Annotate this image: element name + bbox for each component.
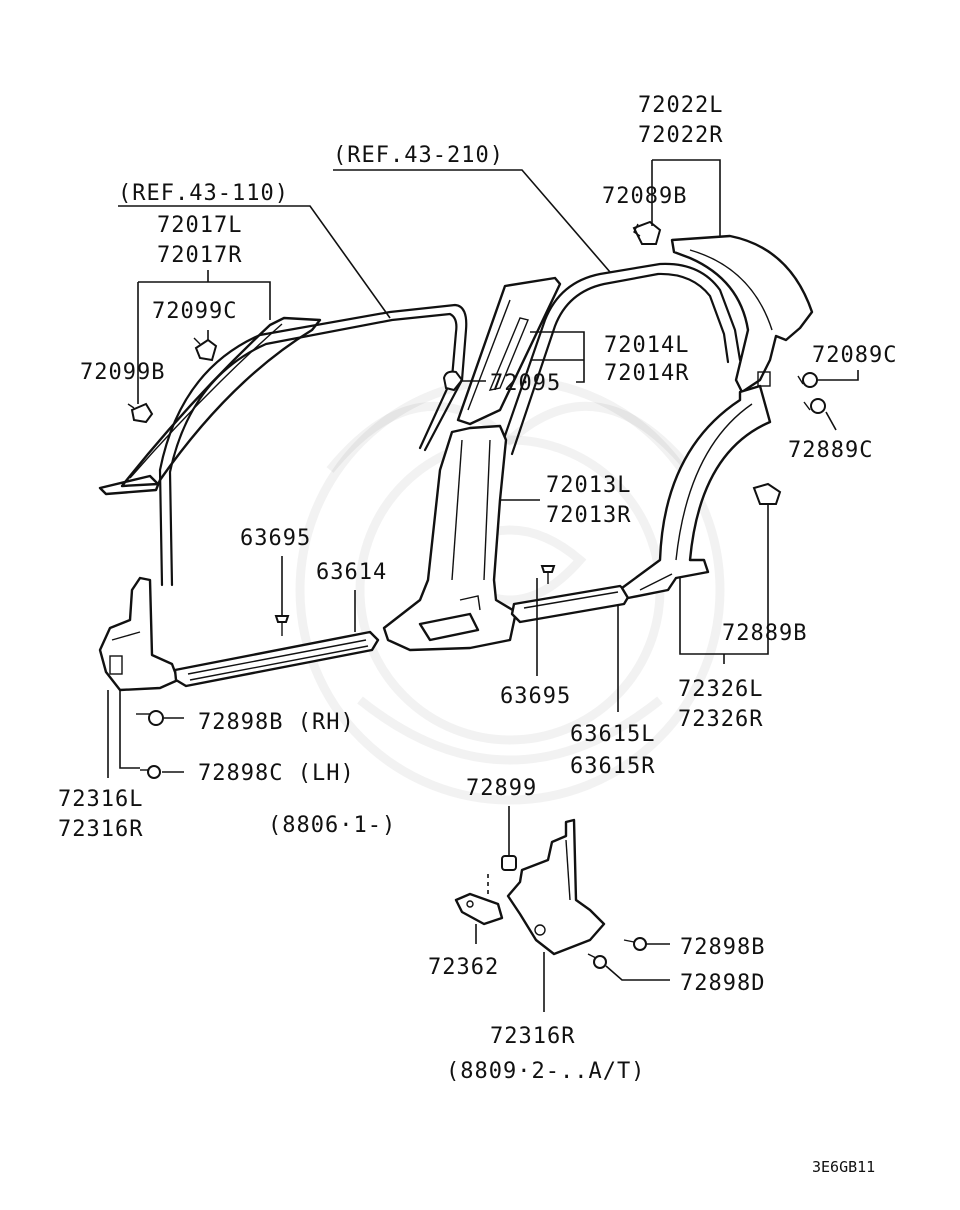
label-72022r: 72022R bbox=[638, 123, 723, 148]
label-72099b: 72099B bbox=[80, 360, 165, 385]
clip-72889b-icon bbox=[752, 482, 782, 505]
clip-72099c-icon bbox=[193, 337, 218, 362]
a-pillar-trim-72017 bbox=[98, 316, 322, 496]
label-72089b: 72089B bbox=[602, 184, 687, 209]
front-pillar-lower-trim-72316 bbox=[98, 576, 180, 692]
nut-72899-icon bbox=[501, 855, 517, 871]
label-72316l: 72316L bbox=[58, 787, 143, 812]
label-72316r-lower: 72316R bbox=[490, 1024, 575, 1049]
clip-72089b-icon bbox=[632, 220, 662, 245]
screw-72898c-lh-icon bbox=[140, 765, 161, 779]
quarter-trim-lower-72326 bbox=[620, 384, 772, 600]
screw-72898b-rh-icon bbox=[136, 710, 164, 726]
screw-63695-top-icon bbox=[274, 615, 290, 636]
label-63615r: 63615R bbox=[570, 754, 655, 779]
label-72889c: 72889C bbox=[788, 438, 873, 463]
trim-72316r-at bbox=[506, 818, 606, 956]
screw-63695-bottom-icon bbox=[540, 565, 556, 584]
b-pillar-upper-trim bbox=[456, 276, 562, 426]
label-72014r: 72014R bbox=[604, 361, 689, 386]
label-72095: 72095 bbox=[490, 371, 561, 396]
label-72362: 72362 bbox=[428, 955, 499, 980]
bracket-72362 bbox=[454, 892, 504, 926]
label-72898d: 72898D bbox=[680, 971, 765, 996]
label-ref-43-210: (REF.43-210) bbox=[333, 143, 504, 168]
label-72017r: 72017R bbox=[157, 243, 242, 268]
center-weatherstrip-72014 bbox=[498, 262, 742, 456]
label-72898c-lh: 72898C (LH) bbox=[198, 761, 355, 786]
b-pillar-lower-trim-72013 bbox=[382, 424, 518, 652]
label-72898b-rh: 72898B (RH) bbox=[198, 710, 355, 735]
label-72014l: 72014L bbox=[604, 333, 689, 358]
label-72326l: 72326L bbox=[678, 677, 763, 702]
label-72022l: 72022L bbox=[638, 93, 723, 118]
label-72326r: 72326R bbox=[678, 707, 763, 732]
label-63695-bottom: 63695 bbox=[500, 684, 571, 709]
quarter-trim-upper-72022 bbox=[670, 234, 814, 394]
label-72099c: 72099C bbox=[152, 299, 237, 324]
label-72013r: 72013R bbox=[546, 503, 631, 528]
label-72899: 72899 bbox=[466, 776, 537, 801]
label-72089c: 72089C bbox=[812, 343, 897, 368]
scuff-plate-63614 bbox=[173, 630, 380, 688]
screw-72898d-icon bbox=[587, 953, 607, 969]
label-72017l: 72017L bbox=[157, 213, 242, 238]
clip-72099b-icon bbox=[127, 402, 154, 424]
screw-72898b-lower-icon bbox=[623, 937, 647, 951]
clip-72089c-icon bbox=[797, 372, 818, 388]
label-63615l: 63615L bbox=[570, 722, 655, 747]
label-63614: 63614 bbox=[316, 560, 387, 585]
label-72013l: 72013L bbox=[546, 473, 631, 498]
scuff-plate-63615 bbox=[510, 584, 632, 624]
label-72316r: 72316R bbox=[58, 817, 143, 842]
label-72898b: 72898B bbox=[680, 935, 765, 960]
label-72889b: 72889B bbox=[722, 621, 807, 646]
door-opening-weatherstrip-front bbox=[158, 303, 468, 587]
label-date-8806: (8806·1-) bbox=[268, 813, 396, 838]
label-date-8809: (8809·2-..A/T) bbox=[446, 1059, 645, 1084]
clip-72889c-icon bbox=[803, 398, 826, 414]
leader-lines bbox=[107, 159, 859, 1012]
clip-72095 bbox=[442, 370, 464, 392]
part-labels: (REF.43-210) (REF.43-110) 72022L 72022R … bbox=[58, 93, 897, 1176]
label-ref-43-110: (REF.43-110) bbox=[118, 181, 289, 206]
diagram-code: 3E6GB11 bbox=[812, 1158, 875, 1176]
label-63695-top: 63695 bbox=[240, 526, 311, 551]
